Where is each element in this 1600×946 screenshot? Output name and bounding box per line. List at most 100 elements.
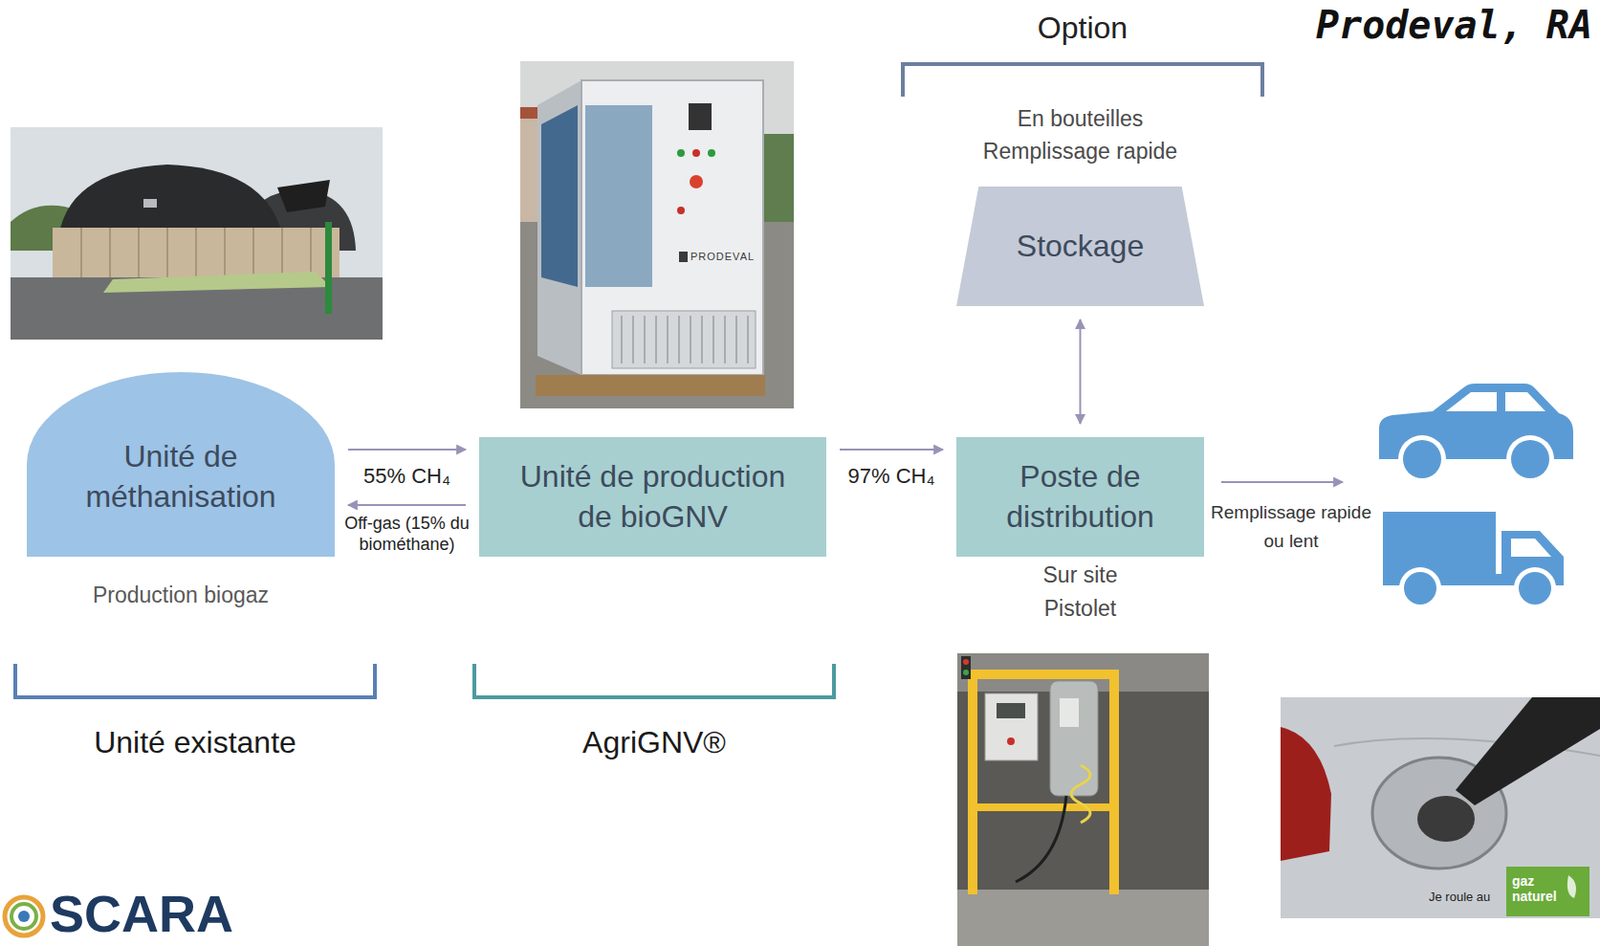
control-button [677,149,685,157]
cabinet-side [537,80,582,375]
photo-pole [325,221,332,314]
machine-photo [520,61,794,409]
group-title: Option [1037,9,1128,46]
logo-text: SCARA [49,887,234,940]
sticker-text: Je roule au [1428,889,1491,905]
hose-coil [1071,765,1091,823]
sticker [1506,866,1590,917]
truck-wheel [1403,571,1437,605]
dispenser [1050,680,1098,796]
flow-arrow [348,448,466,451]
flow-arrow [1079,319,1082,424]
tail-light [1280,726,1332,861]
car-window [1446,392,1497,412]
car-wheel [1506,435,1555,483]
car-window [1505,392,1546,412]
group-bracket [15,663,375,698]
control-button [677,206,685,215]
dispenser-photo [957,653,1209,946]
process-box: Unité de production de bioGNV [479,437,827,557]
signal-light [961,656,971,680]
box-caption: Sur site Pistolet [1023,558,1139,626]
flow-label: Remplissage rapide ou lent [1204,498,1379,556]
frame-post [1109,669,1119,895]
truck-wheel [1513,567,1557,610]
sticker-text: gaz naturel [1512,873,1570,904]
cabinet-front [581,80,764,375]
photo-sky [520,61,794,409]
truck-window [1511,538,1552,557]
flow-arrow [839,448,943,451]
photo-wall [957,653,1209,946]
group-bracket [902,64,1263,97]
photo-planks [81,227,311,280]
brand-logo [679,251,688,263]
logo-ring [4,897,44,936]
frame-bar [967,669,1119,680]
box-caption: Production biogaz [65,581,296,609]
fuel-nozzle [1455,697,1600,806]
cabinet-window [585,105,653,287]
control-button [692,149,701,157]
photo-sky [10,127,383,340]
car-panel [1280,697,1600,919]
signal-lamp [963,669,969,676]
photo-hatch [143,198,157,208]
flow-arrow [348,504,466,506]
control-box [985,693,1038,761]
sticker-leaf [1567,875,1577,899]
control-screen [688,103,712,131]
cabinet-grille [612,310,756,369]
box-label: Unité de méthanisation [61,412,301,517]
fuelling-photo [1280,697,1600,919]
pallet [535,374,766,396]
frame-bar [967,803,1119,811]
control-button [707,149,716,157]
box-label: Poste de distribution [970,457,1191,537]
photo-silage [103,271,331,293]
storage-trapezoid-fill [956,186,1205,307]
cabinet-window [541,105,578,287]
control-knob [689,175,703,189]
group-bracket [474,663,834,698]
photo-floor [957,889,1209,946]
flow-label: 55% CH₄ [363,463,451,489]
process-box: Poste de distributionSur site Pistolet [956,437,1205,557]
dispenser-panel [1059,698,1079,727]
photo-hopper [277,179,330,213]
fuel-inlet [1417,795,1475,842]
truck-wheel [1518,571,1552,605]
box-label: Unité de production de bioGNV [509,457,797,537]
truck-wheel [1399,567,1442,610]
biogas-plant-photo [10,127,383,340]
flow-arrow [1221,481,1343,483]
source-credit: Prodeval, RA [1315,1,1593,48]
storage-trapezoid: En bouteilles Remplissage rapideStockage [956,186,1205,307]
truck-icon [1382,511,1564,610]
photo-wall [52,227,340,280]
truck-box [1382,511,1496,581]
signal-lamp [963,658,969,665]
flow-label: 97% CH₄ [848,463,936,489]
digester-dome: Unité de méthanisationProduction biogaz [26,372,335,557]
group-title: AgriGNV® [582,723,726,761]
hose [1015,795,1067,882]
group-title: Unité existante [93,723,297,761]
box-heading: En bouteilles Remplissage rapide [965,102,1196,168]
grille-slats [621,315,748,364]
control-button [1007,737,1015,746]
car-wheel [1398,435,1447,483]
digester-dome-fill [26,372,335,557]
box-label: Stockage [1016,226,1144,267]
flow-label: Off-gas (15% du biométhane) [340,512,475,555]
logo-swirl [4,897,44,936]
control-screen [996,702,1026,719]
car-icon [1379,383,1574,483]
logo-core [18,910,30,922]
car-wheel [1511,439,1550,479]
brand-mark: PRODEVAL [690,250,755,264]
frame-post [967,669,978,895]
car-wheel [1402,439,1442,479]
logo-ring [11,903,37,929]
